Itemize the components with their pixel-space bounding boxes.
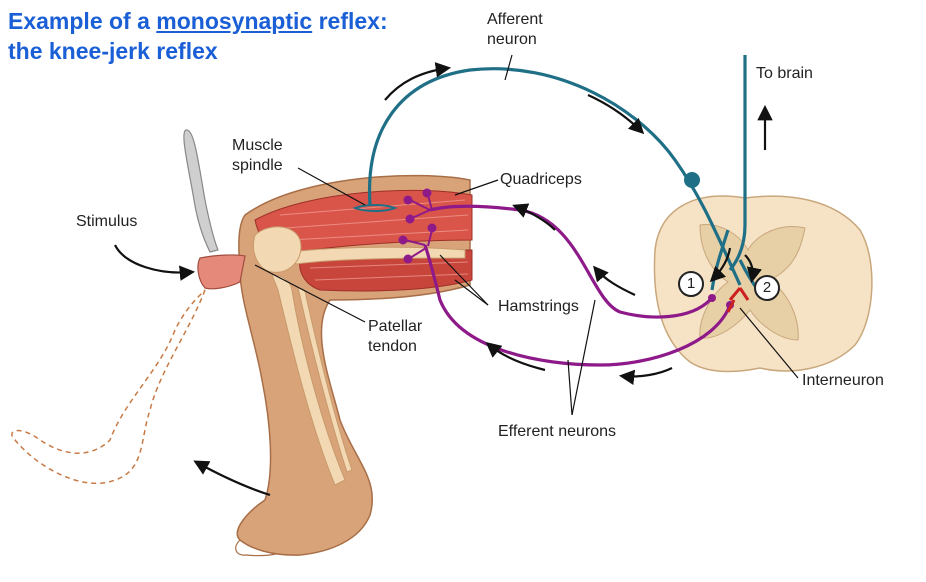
diagram-title: Example of a monosynaptic reflex: the kn… — [8, 6, 388, 66]
fibula — [297, 287, 353, 473]
afferent-cell-body — [684, 172, 700, 188]
efferent-neurons — [423, 204, 732, 367]
title-line-2: the knee-jerk reflex — [8, 38, 218, 64]
label-efferent-neurons: Efferent neurons — [498, 423, 617, 440]
label-quadriceps: Quadriceps — [500, 171, 582, 188]
interneuron — [726, 287, 750, 313]
knee-bones — [253, 226, 302, 273]
label-to-brain: To brain — [756, 65, 813, 82]
label-stimulus: Stimulus — [76, 213, 138, 230]
label-afferent-neuron: Afferent neuron — [487, 11, 543, 48]
label-interneuron: Interneuron — [802, 372, 884, 389]
leader-lines — [254, 54, 799, 416]
title-line-1: Example of a monosynaptic reflex: — [8, 8, 388, 34]
label-patellar-tendon: Patellar tendon — [368, 318, 423, 355]
muscle-spindle — [352, 204, 398, 212]
reflex-hammer — [183, 129, 246, 290]
tibia — [271, 274, 346, 486]
efferent-terminals — [398, 188, 437, 264]
label-muscle-spindle: Muscle spindle — [232, 137, 283, 174]
monosynaptic-link[interactable]: monosynaptic — [156, 8, 313, 34]
efferent-cell-body-1 — [708, 294, 716, 302]
direction-arrows — [114, 62, 773, 497]
label-hamstrings: Hamstrings — [498, 298, 579, 315]
marker-1: 1 — [678, 271, 704, 297]
kicked-leg-outline — [11, 289, 206, 485]
marker-2: 2 — [754, 275, 780, 301]
leg — [235, 174, 473, 557]
